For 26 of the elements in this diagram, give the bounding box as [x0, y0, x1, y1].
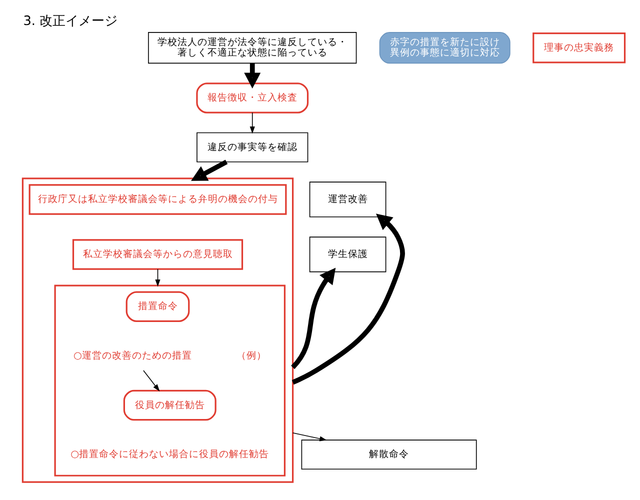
arrow	[154, 268, 160, 287]
node-box: 学校法人の運営が法令等に違反している・著しく不適正な状態に陥っている	[148, 32, 356, 64]
node-box: 運営改善	[308, 182, 386, 218]
node-box: 役員の解任勧告	[122, 390, 216, 421]
node-box: 措置命令	[125, 291, 190, 322]
node-box: 私立学校審議会等からの意見聴取	[72, 239, 243, 270]
arrow	[190, 160, 228, 181]
label: （例）	[236, 350, 266, 362]
node-box: 違反の事実等を確認	[196, 132, 308, 162]
node-box: 解散命令	[300, 440, 476, 470]
arrow	[290, 268, 336, 369]
node-box: 行政庁又は私立学校審議会等による弁明の機会の付与	[28, 184, 286, 215]
arrow	[291, 214, 404, 385]
diagram-title: 3. 改正イメージ	[22, 14, 118, 30]
node-text: ○運営の改善のための措置	[72, 350, 192, 362]
arrow	[142, 370, 160, 392]
arrow	[244, 63, 260, 88]
node-box: 赤字の措置を新たに設け異例の事態に適切に対応	[378, 32, 510, 64]
node-box: 理事の忠実義務	[532, 32, 626, 64]
arrow	[249, 112, 254, 134]
cluster	[21, 178, 294, 483]
node-box: 報告徴収・立入検査	[196, 82, 308, 114]
arrow	[292, 432, 326, 442]
cluster	[54, 284, 286, 476]
label: ○措置命令に従わない場合に役員の解任勧告	[70, 449, 269, 460]
node-box: 学生保護	[308, 236, 386, 272]
